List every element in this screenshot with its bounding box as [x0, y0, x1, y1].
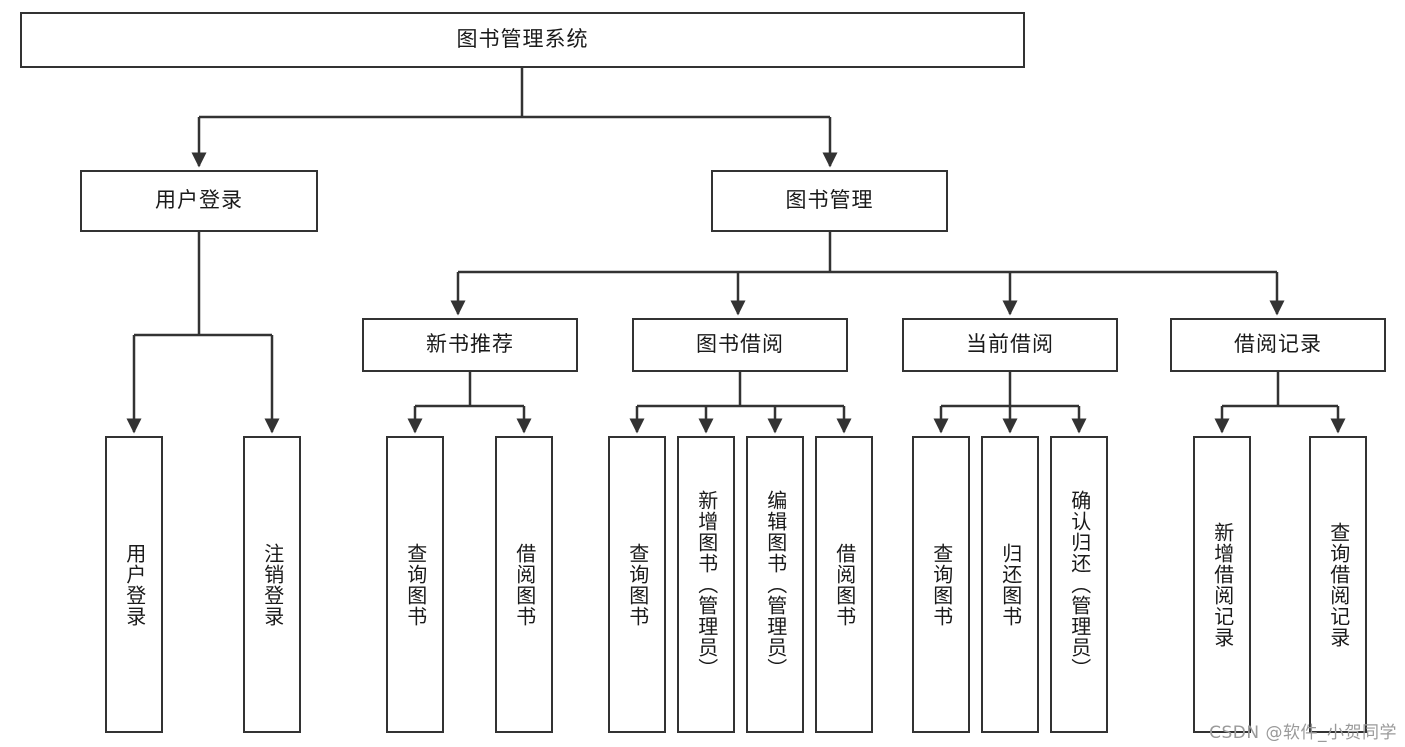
node-leaf-query-book-2-label: 查询图书 [625, 542, 650, 627]
node-book-manage-label: 图书管理 [785, 188, 874, 213]
node-leaf-return-book[interactable]: 归还图书 [981, 436, 1039, 733]
node-borrow-record-label: 借阅记录 [1234, 332, 1322, 357]
node-leaf-query-record[interactable]: 查询借阅记录 [1309, 436, 1367, 733]
node-leaf-query-book-2[interactable]: 查询图书 [608, 436, 666, 733]
node-borrow-record[interactable]: 借阅记录 [1170, 318, 1386, 372]
node-leaf-borrow-book-2-label: 借阅图书 [832, 542, 857, 627]
node-leaf-borrow-book-1[interactable]: 借阅图书 [495, 436, 553, 733]
node-new-book-rec-label: 新书推荐 [426, 332, 514, 357]
node-leaf-user-logout[interactable]: 注销登录 [243, 436, 301, 733]
node-leaf-add-book[interactable]: 新增图书（管理员） [677, 436, 735, 733]
node-new-book-rec[interactable]: 新书推荐 [362, 318, 578, 372]
node-leaf-query-book-3[interactable]: 查询图书 [912, 436, 970, 733]
node-user-login[interactable]: 用户登录 [80, 170, 318, 232]
node-leaf-borrow-book-1-label: 借阅图书 [512, 542, 537, 627]
node-leaf-return-book-label: 归还图书 [998, 542, 1023, 627]
node-leaf-edit-book-label: 编辑图书（管理员） [763, 490, 788, 679]
node-leaf-query-book-3-label: 查询图书 [929, 542, 954, 627]
node-book-manage[interactable]: 图书管理 [711, 170, 948, 232]
node-leaf-user-login-label: 用户登录 [122, 542, 147, 627]
node-leaf-confirm-return[interactable]: 确认归还（管理员） [1050, 436, 1108, 733]
node-leaf-query-record-label: 查询借阅记录 [1326, 521, 1351, 648]
node-leaf-add-record[interactable]: 新增借阅记录 [1193, 436, 1251, 733]
node-root-label: 图书管理系统 [456, 27, 589, 52]
node-book-borrow-label: 图书借阅 [696, 332, 784, 357]
node-leaf-user-logout-label: 注销登录 [260, 542, 285, 627]
node-root[interactable]: 图书管理系统 [20, 12, 1025, 68]
node-leaf-add-book-label: 新增图书（管理员） [694, 490, 719, 679]
node-leaf-query-book-1-label: 查询图书 [403, 542, 428, 627]
node-leaf-user-login[interactable]: 用户登录 [105, 436, 163, 733]
node-leaf-query-book-1[interactable]: 查询图书 [386, 436, 444, 733]
node-leaf-borrow-book-2[interactable]: 借阅图书 [815, 436, 873, 733]
watermark-text: CSDN @软件_小贺同学 [1209, 723, 1397, 743]
node-current-borrow[interactable]: 当前借阅 [902, 318, 1118, 372]
node-current-borrow-label: 当前借阅 [966, 332, 1054, 357]
node-leaf-confirm-return-label: 确认归还（管理员） [1067, 490, 1092, 679]
node-user-login-label: 用户登录 [155, 188, 243, 213]
node-leaf-edit-book[interactable]: 编辑图书（管理员） [746, 436, 804, 733]
node-book-borrow[interactable]: 图书借阅 [632, 318, 848, 372]
node-leaf-add-record-label: 新增借阅记录 [1210, 521, 1235, 648]
